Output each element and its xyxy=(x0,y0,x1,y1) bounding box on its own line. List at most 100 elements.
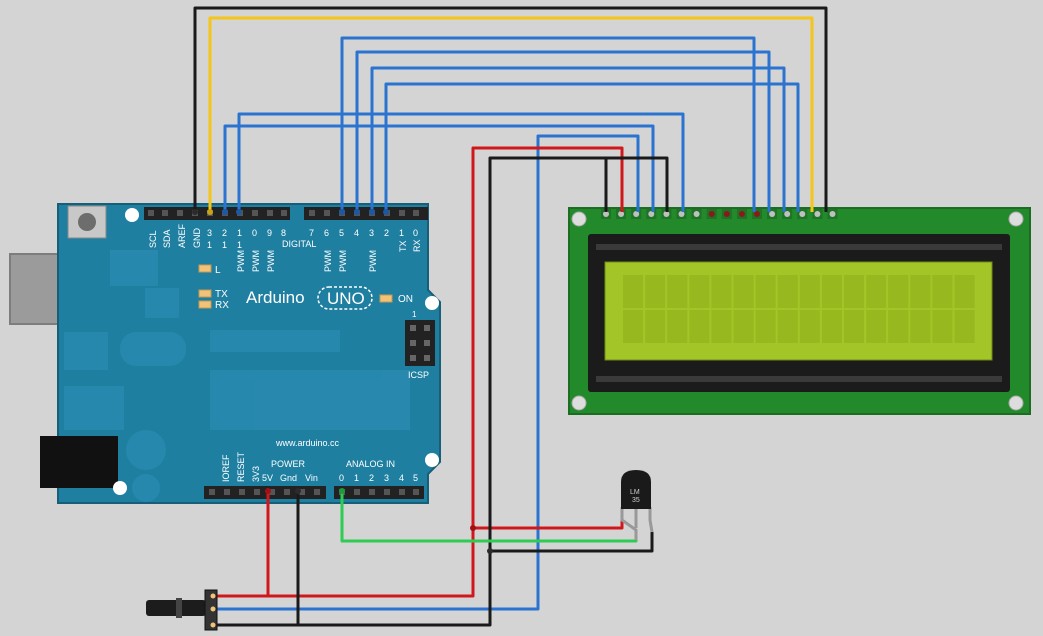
led-tx xyxy=(198,289,212,298)
lcd-pin-hole xyxy=(754,211,760,217)
power-pin-5v: 5V xyxy=(262,473,273,483)
wire-red-5v-bus xyxy=(213,146,624,598)
led-on-label: ON xyxy=(398,294,413,305)
board-silkscreen xyxy=(64,250,410,502)
lcd-char-cell xyxy=(932,275,953,308)
led-tx-label: TX xyxy=(215,289,228,300)
lcd-pin-hole xyxy=(693,211,700,217)
lcd-char-cell xyxy=(821,275,842,308)
bottom-header-holes xyxy=(209,489,419,495)
lcd-pin-hole xyxy=(784,211,791,217)
lcd-pin-hole xyxy=(799,211,806,217)
wire-black-gnd-bus xyxy=(213,156,669,627)
sensor-label-2: 35 xyxy=(632,497,640,504)
lcd-mount-hole xyxy=(571,211,587,227)
pin-label-12b: 1 xyxy=(222,240,227,250)
lcd-char-cell xyxy=(844,310,865,343)
pin-label-6: 6 xyxy=(324,228,329,238)
pin-label-11b: 1 xyxy=(237,240,242,250)
pwm-label-9: PWM xyxy=(266,250,276,272)
led-on xyxy=(379,294,393,303)
pin-label-4: 4 xyxy=(354,228,359,238)
lm35-sensor: LM 35 xyxy=(620,470,654,540)
lcd-char-cell xyxy=(821,310,842,343)
pin-label-5: 5 xyxy=(339,228,344,238)
led-rx xyxy=(198,300,212,309)
lcd-char-cell xyxy=(755,275,776,308)
tx-pin-label: TX xyxy=(398,240,408,252)
wire-blue-d6 xyxy=(355,50,771,212)
pin-label-1: 1 xyxy=(399,228,404,238)
pin-label-0: 0 xyxy=(413,228,418,238)
lcd-char-cell xyxy=(623,275,644,308)
lcd-char-cell xyxy=(711,275,732,308)
potentiometer[interactable] xyxy=(146,589,218,631)
sensor-leg-right xyxy=(648,507,654,533)
wire-blue-d4 xyxy=(384,82,800,212)
pwm-label-3: PWM xyxy=(368,250,378,272)
power-header xyxy=(204,486,326,499)
analog-pin-3: 3 xyxy=(384,473,389,483)
analog-pin-1: 1 xyxy=(354,473,359,483)
pwm-label-6: PWM xyxy=(323,250,333,272)
power-pin-gnd: Gnd xyxy=(280,473,297,483)
lcd-char-cell xyxy=(910,275,931,308)
pwm-label-5: PWM xyxy=(338,250,348,272)
analog-pin-4: 4 xyxy=(399,473,404,483)
lcd-char-cell xyxy=(954,310,975,343)
mounting-hole xyxy=(425,453,439,467)
lcd-char-cell xyxy=(733,310,754,343)
led-l xyxy=(198,264,212,273)
uno-badge xyxy=(317,286,373,310)
sensor-body xyxy=(621,470,651,509)
lcd-header-pins xyxy=(601,209,838,219)
pin-label-8: 8 xyxy=(281,228,286,238)
lcd-char-cell xyxy=(777,275,798,308)
icsp-pins xyxy=(410,325,430,361)
analog-header xyxy=(334,486,424,499)
pwm-label-11: PWM xyxy=(236,250,246,272)
lcd-char-cell xyxy=(799,310,820,343)
led-rx-label: RX xyxy=(215,300,229,311)
power-pin-labels: IOREF RESET 3V3 5V Gnd Vin xyxy=(221,451,318,483)
lcd-mount-hole xyxy=(1008,211,1024,227)
lcd-char-cell xyxy=(888,310,909,343)
lcd-pin-hole xyxy=(723,211,730,217)
lcd-mount-hole xyxy=(571,395,587,411)
pin-label-3: 3 xyxy=(369,228,374,238)
icsp-pin1-label: 1 xyxy=(412,310,417,319)
lcd-pin-hole xyxy=(829,211,836,217)
lcd-pin-hole xyxy=(648,211,655,217)
lcd-char-cell xyxy=(844,275,865,308)
wire-junctions xyxy=(192,209,493,554)
pin-label-gnd: GND xyxy=(192,228,202,249)
rx-pin-label: RX xyxy=(412,239,422,252)
lcd-char-cell xyxy=(667,310,688,343)
power-pin-reset: RESET xyxy=(236,451,246,482)
digital-pin-labels: SCL SDA AREF GND 3 1 2 1 1 1 0 9 8 7 6 5… xyxy=(148,223,422,272)
lcd-char-cell xyxy=(645,310,666,343)
digital-label: DIGITAL xyxy=(282,239,316,249)
pin-label-7: 7 xyxy=(309,228,314,238)
pin-label-2: 2 xyxy=(384,228,389,238)
wire-yellow xyxy=(208,16,814,212)
wire-blue-enable xyxy=(223,124,655,212)
analog-pin-0: 0 xyxy=(339,473,344,483)
pin-label-13a: 3 xyxy=(207,228,212,238)
lcd-char-cell xyxy=(623,310,644,343)
lcd-pin-hole xyxy=(633,211,640,217)
icsp-label: ICSP xyxy=(408,370,429,380)
power-label: POWER xyxy=(271,459,306,469)
lcd-character-grid xyxy=(623,275,975,343)
mounting-hole xyxy=(113,481,127,495)
website-label: www.arduino.cc xyxy=(275,438,340,448)
analog-pin-5: 5 xyxy=(413,473,418,483)
lcd-module xyxy=(568,207,1031,415)
wire-red-sensor xyxy=(473,510,624,530)
arduino-board: SCL SDA AREF GND 3 1 2 1 1 1 0 9 8 7 6 5… xyxy=(9,203,441,504)
lcd-pin-hole xyxy=(678,211,685,217)
wire-blue-rs xyxy=(237,112,685,212)
sensor-leg-left xyxy=(620,507,638,540)
lcd-char-cell xyxy=(733,275,754,308)
wires xyxy=(193,6,828,627)
